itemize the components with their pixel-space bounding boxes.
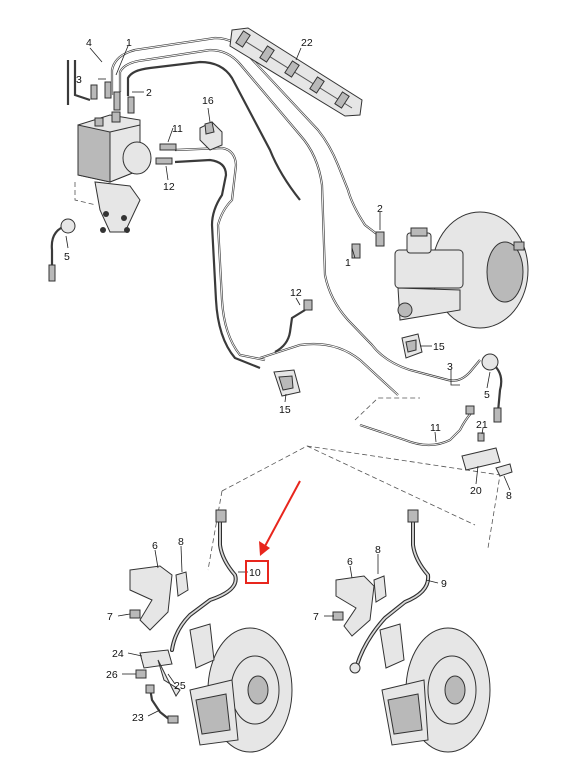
callout-8-right: 8 bbox=[375, 544, 381, 556]
callout-21: 21 bbox=[476, 419, 488, 431]
callout-8-right-top: 8 bbox=[506, 490, 512, 502]
callout-15-left: 15 bbox=[279, 404, 291, 416]
callout-12-mid: 12 bbox=[290, 287, 302, 299]
callout-5: 5 bbox=[64, 251, 70, 263]
abs-hydraulic-unit bbox=[77, 111, 152, 233]
highlighted-part-callout[interactable]: 10 bbox=[245, 480, 301, 584]
pipe-fittings-abs bbox=[48, 81, 177, 282]
left-front-brake-assembly bbox=[129, 509, 293, 753]
highlight-box bbox=[245, 560, 269, 584]
callout-15-mc: 15 bbox=[433, 341, 445, 353]
callout-7-left: 7 bbox=[107, 611, 113, 623]
callout-2-mc: 2 bbox=[377, 203, 383, 215]
callout-leader-lines bbox=[65, 45, 511, 717]
pipe-holder-clips bbox=[273, 333, 423, 397]
right-front-brake-assembly bbox=[332, 509, 491, 753]
callout-26: 26 bbox=[106, 669, 118, 681]
callout-1: 1 bbox=[126, 37, 132, 49]
callout-5-right: 5 bbox=[484, 389, 490, 401]
callout-6-left: 6 bbox=[152, 540, 158, 552]
group-boundary-lines bbox=[74, 182, 501, 571]
pipe-bracket-strip bbox=[229, 27, 363, 117]
brake-master-cylinder bbox=[351, 211, 529, 329]
callout-25: 25 bbox=[174, 680, 186, 692]
callout-labels: 1 2 3 4 11 12 16 22 5 2 1 12 15 3 5 15 1… bbox=[64, 37, 512, 724]
callout-2: 2 bbox=[146, 87, 152, 99]
callout-3-right: 3 bbox=[447, 361, 453, 373]
highlight-arrow-head bbox=[259, 541, 270, 556]
callout-6-right: 6 bbox=[347, 556, 353, 568]
highlight-arrow-shaft bbox=[263, 480, 301, 549]
callout-7-right: 7 bbox=[313, 611, 319, 623]
callout-3: 3 bbox=[76, 74, 82, 86]
callout-8-left: 8 bbox=[178, 536, 184, 548]
callout-24: 24 bbox=[112, 648, 124, 660]
callout-20: 20 bbox=[470, 485, 482, 497]
callout-16: 16 bbox=[202, 95, 214, 107]
callout-9: 9 bbox=[441, 578, 447, 590]
callout-12: 12 bbox=[163, 181, 175, 193]
callout-1-mc: 1 bbox=[345, 257, 351, 269]
brake-pipe-lines bbox=[50, 36, 503, 447]
callout-11: 11 bbox=[172, 123, 183, 135]
callout-22: 22 bbox=[301, 37, 313, 49]
callout-23: 23 bbox=[132, 712, 144, 724]
pipe-clip bbox=[199, 121, 223, 151]
callout-10: 10 bbox=[249, 567, 261, 579]
callout-4: 4 bbox=[86, 37, 92, 49]
callout-11-right: 11 bbox=[430, 422, 441, 434]
rear-pipe-fittings bbox=[303, 299, 513, 477]
